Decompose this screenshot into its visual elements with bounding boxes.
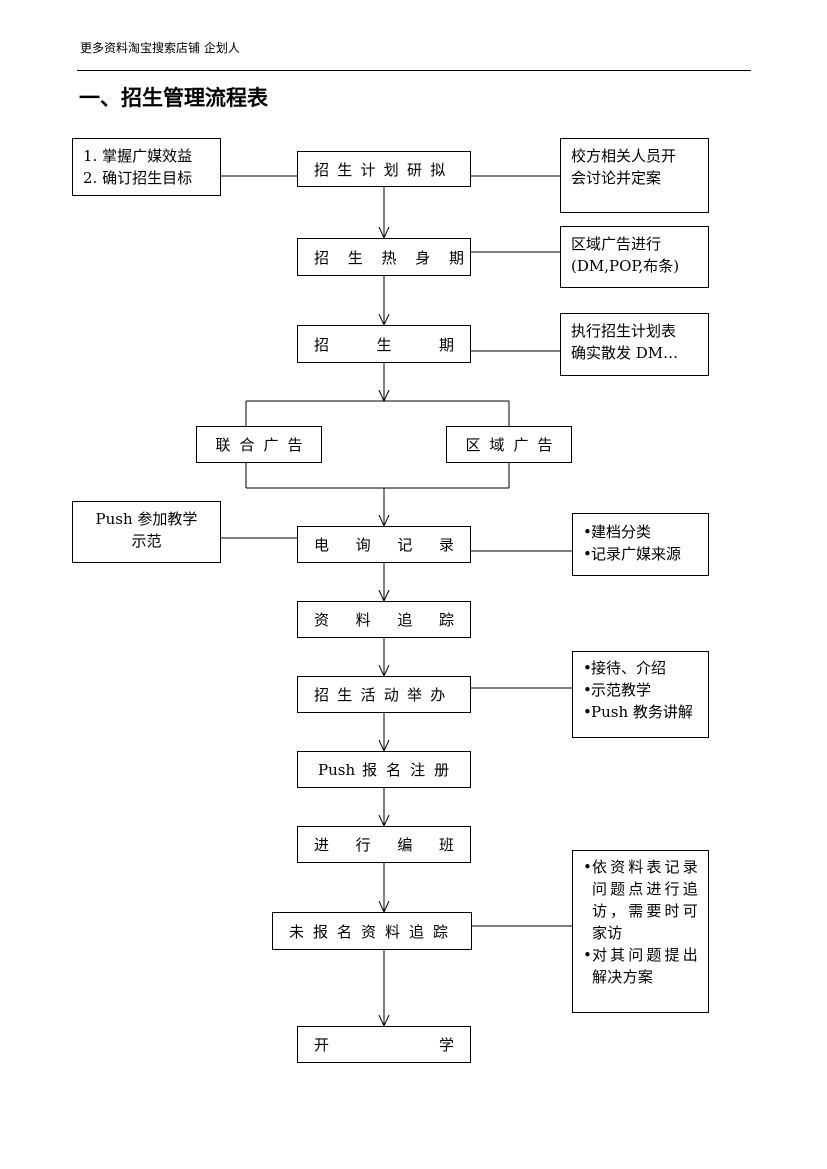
note-line: 区域广告进行	[571, 235, 662, 253]
step-tracking-char: 踪	[438, 611, 454, 629]
step-class-char: 行	[355, 836, 371, 854]
step-register: Push 报名注册	[297, 751, 471, 788]
header-rule	[77, 70, 751, 71]
note-left-push-demo: Push 参加教学 示范	[72, 501, 221, 563]
note-period-execute: 执行招生计划表 确实散发 DM…	[560, 313, 709, 376]
step-start-char: 开	[314, 1036, 330, 1054]
step-period-char: 招	[314, 335, 330, 354]
step-plan: 招生计划研拟	[297, 151, 471, 187]
step-class-char: 班	[438, 836, 454, 854]
page-header-text: 更多资料淘宝搜索店铺 企划人	[80, 41, 240, 55]
note-phone-filing: 建档分类 记录广媒来源	[572, 513, 709, 576]
step-joint-ad: 联合广告	[196, 426, 322, 463]
step-phone-char: 录	[438, 536, 454, 554]
step-class: 进 行 编 班	[297, 826, 471, 863]
step-warmup: 招生热身期	[297, 238, 471, 276]
step-class-char: 编	[397, 836, 413, 854]
step-tracking-char: 追	[397, 611, 413, 629]
page-title: 一、招生管理流程表	[79, 86, 268, 110]
step-register-label: 报名注册	[362, 761, 459, 779]
step-activity: 招生活动举办	[297, 676, 471, 713]
step-phone-char: 询	[355, 536, 371, 554]
step-period: 招 生 期	[297, 325, 471, 363]
step-register-prefix: Push	[318, 760, 356, 779]
note-bullet: 示范教学	[583, 679, 698, 701]
note-left-goals: 1. 掌握广媒效益 2. 确订招生目标	[72, 138, 221, 196]
note-activity-tasks: 接待、介绍 示范教学 Push 教务讲解	[572, 651, 709, 738]
step-tracking: 资 料 追 踪	[297, 601, 471, 638]
step-period-char: 期	[438, 335, 454, 354]
step-area-ad-label: 区域广告	[465, 436, 562, 454]
step-phone-char: 电	[314, 536, 330, 554]
step-phone-record: 电 询 记 录	[297, 526, 471, 563]
step-period-char: 生	[376, 335, 392, 354]
step-activity-label: 招生活动举办	[314, 686, 454, 704]
note-bullet: Push 教务讲解	[583, 701, 698, 723]
note-line: 执行招生计划表	[571, 322, 677, 340]
note-bullet: 对其问题提出解决方案	[583, 944, 698, 988]
note-bullet: 依资料表记录问题点进行追访，需要时可家访	[583, 856, 698, 944]
note-bullet: 记录广媒来源	[583, 543, 698, 565]
note-line: 会讨论并定案	[571, 169, 662, 187]
note-bullet: 建档分类	[583, 521, 698, 543]
note-line: 示范	[131, 532, 162, 550]
step-start: 开 学	[297, 1026, 471, 1063]
step-tracking-char: 资	[314, 611, 330, 629]
note-line: 2. 确订招生目标	[83, 169, 193, 187]
step-warmup-label: 招生热身期	[314, 248, 483, 267]
note-warmup-ads: 区域广告进行 (DM,POP,布条)	[560, 226, 709, 288]
note-followup-actions: 依资料表记录问题点进行追访，需要时可家访 对其问题提出解决方案	[572, 850, 709, 1013]
note-line: 确实散发 DM…	[571, 344, 679, 362]
step-start-char: 学	[438, 1036, 454, 1054]
step-joint-ad-label: 联合广告	[215, 436, 312, 454]
step-class-char: 进	[314, 836, 330, 854]
step-area-ad: 区域广告	[446, 426, 572, 463]
step-phone-char: 记	[397, 536, 413, 554]
step-followup-label: 未报名资料追踪	[289, 922, 458, 941]
note-line: Push 参加教学	[95, 510, 198, 528]
note-line: (DM,POP,布条)	[571, 257, 680, 275]
note-line: 1. 掌握广媒效益	[83, 147, 193, 165]
note-line: 校方相关人员开	[571, 147, 677, 165]
note-plan-discussion: 校方相关人员开 会讨论并定案	[560, 138, 709, 213]
step-plan-label: 招生计划研拟	[314, 160, 454, 179]
note-bullet: 接待、介绍	[583, 657, 698, 679]
step-tracking-char: 料	[355, 611, 371, 629]
step-followup: 未报名资料追踪	[272, 912, 472, 950]
